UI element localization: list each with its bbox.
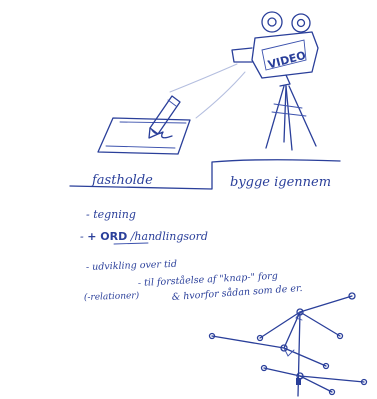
video-camera-icon <box>231 11 319 151</box>
note-line-1: - tegning <box>86 208 136 221</box>
paper-and-pencil-icon <box>97 95 191 155</box>
right-step-label: bygge igennem <box>230 175 331 190</box>
note-line-2-suffix: /handlingsord <box>130 230 208 243</box>
note-underline <box>113 242 149 245</box>
note-side: (-relationer) <box>84 290 140 303</box>
note-line-2-bold: + ORD <box>87 230 127 243</box>
left-step-label: fastholde <box>91 173 153 188</box>
projection-beam <box>169 63 246 119</box>
network-diagram <box>208 292 368 397</box>
note-line-3a: - udvikling over tid <box>86 259 177 273</box>
note-line-2-prefix: - <box>80 230 84 243</box>
camera-badge-text: VIDEO <box>267 49 308 72</box>
note-line-2: - + ORD /handlingsord <box>80 230 208 243</box>
step-line <box>69 159 341 190</box>
